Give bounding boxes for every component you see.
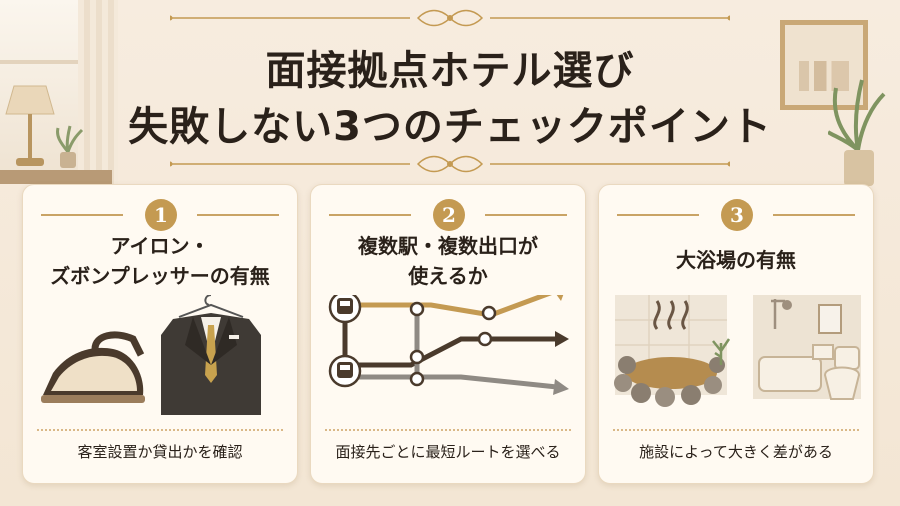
suit-icon — [161, 295, 261, 415]
number-badge: 3 — [721, 199, 753, 231]
card-heading: 大浴場の有無 — [599, 245, 873, 275]
number-badge: 1 — [145, 199, 177, 231]
dotted-divider — [613, 429, 859, 431]
train-icon — [328, 295, 362, 324]
divider-line — [329, 214, 411, 216]
card-number-row: 3 — [599, 199, 873, 231]
card-heading: 複数駅・複数出口が 使えるか — [311, 231, 585, 291]
checkpoint-card-1: 1 アイロン・ ズボンプレッサーの有無 客室設置か貸出かを確認 — [22, 184, 298, 484]
card-heading-line-1: アイロン・ — [110, 234, 210, 258]
route-map-icon — [328, 295, 569, 395]
card-number-row: 1 — [23, 199, 297, 231]
card-caption: 客室設置か貸出かを確認 — [77, 443, 243, 461]
divider-line — [485, 214, 567, 216]
iron-and-suit-illustration — [41, 295, 261, 415]
train-icon — [328, 354, 362, 388]
shelf-decoration — [0, 170, 112, 184]
divider-line — [41, 214, 123, 216]
card-heading-line-1: 大浴場の有無 — [676, 248, 796, 272]
number-badge: 2 — [433, 199, 465, 231]
card-heading-line-1: 複数駅・複数出口が — [358, 234, 538, 258]
unit-bath-icon — [753, 295, 861, 400]
small-plant-icon — [56, 125, 84, 168]
title-ornament-bottom — [170, 155, 730, 173]
card-caption: 施設によって大きく差がある — [639, 443, 833, 461]
card-number-row: 2 — [311, 199, 585, 231]
card-caption: 面接先ごとに最短ルートを選べる — [335, 443, 561, 461]
plant-icon — [828, 79, 886, 186]
page-title-line-1: 面接拠点ホテル選び — [265, 48, 635, 94]
bath-comparison-illustration — [614, 295, 861, 407]
dotted-divider — [325, 429, 571, 431]
divider-line — [197, 214, 279, 216]
card-heading-line-2: 使えるか — [408, 264, 488, 288]
curtain-decoration — [78, 0, 118, 190]
dotted-divider — [37, 429, 283, 431]
checkpoint-card-2: 2 複数駅・複数出口が 使えるか 面接先ごとに最短ルートを選べる — [310, 184, 586, 484]
card-heading: アイロン・ ズボンプレッサーの有無 — [23, 231, 297, 291]
divider-line — [773, 214, 855, 216]
checkpoint-card-3: 3 大浴場の有無 施設 — [598, 184, 874, 484]
divider-line — [617, 214, 699, 216]
iron-icon — [41, 331, 145, 403]
page-title-line-2: 失敗しない3つのチェックポイント — [128, 104, 772, 150]
hot-spring-icon — [614, 295, 731, 407]
wall-picture-frame — [780, 20, 868, 110]
lamp-icon — [5, 85, 55, 166]
title-ornament-top — [170, 9, 730, 27]
card-heading-line-2: ズボンプレッサーの有無 — [50, 264, 270, 288]
